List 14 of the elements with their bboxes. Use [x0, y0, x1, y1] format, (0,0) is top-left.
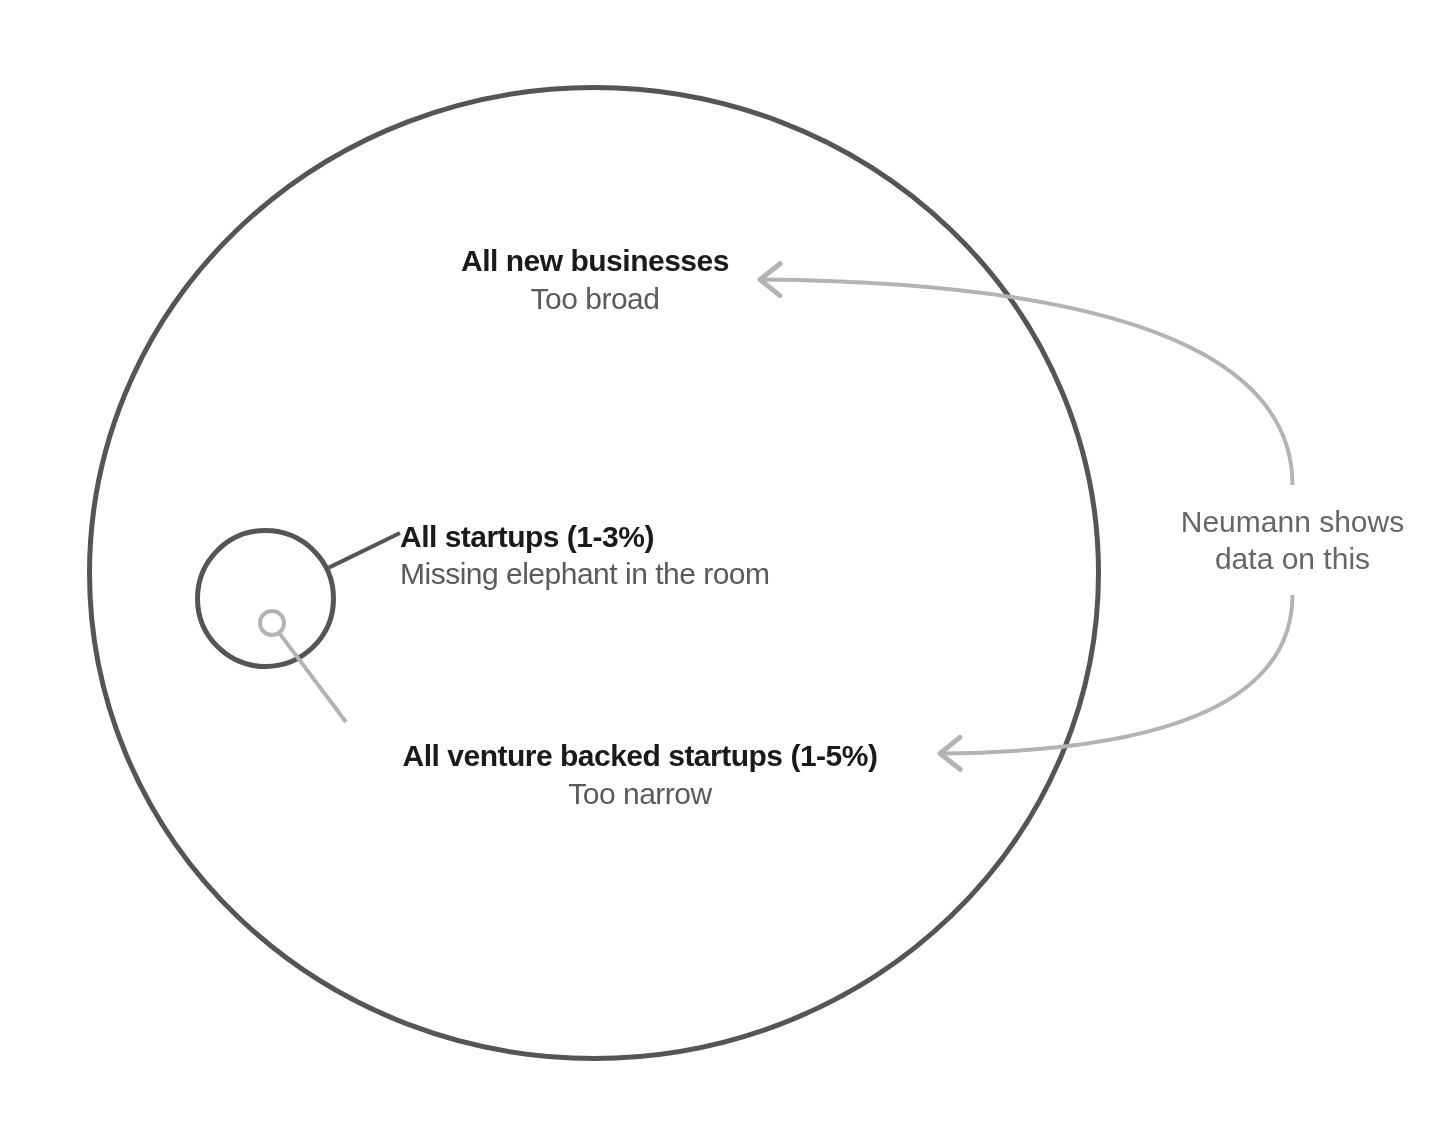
circle: [195, 528, 336, 669]
annotation-text: Neumann shows data on this: [1179, 503, 1406, 577]
subtitle-text: Missing elephant in the room: [400, 556, 770, 592]
heading-text: All venture backed startups (1-5%): [402, 738, 878, 774]
leader-line: [328, 531, 401, 570]
heading-text: All new businesses: [461, 243, 729, 279]
circle: [87, 85, 1101, 1061]
subtitle-text: Too broad: [530, 280, 660, 317]
circle: [258, 609, 286, 637]
curved-arrow: [757, 261, 1295, 486]
heading-text: All startups (1-3%): [400, 518, 654, 555]
subtitle-text: Too narrow: [568, 775, 712, 812]
curved-arrow: [937, 594, 1295, 772]
leader-line: [278, 633, 348, 724]
